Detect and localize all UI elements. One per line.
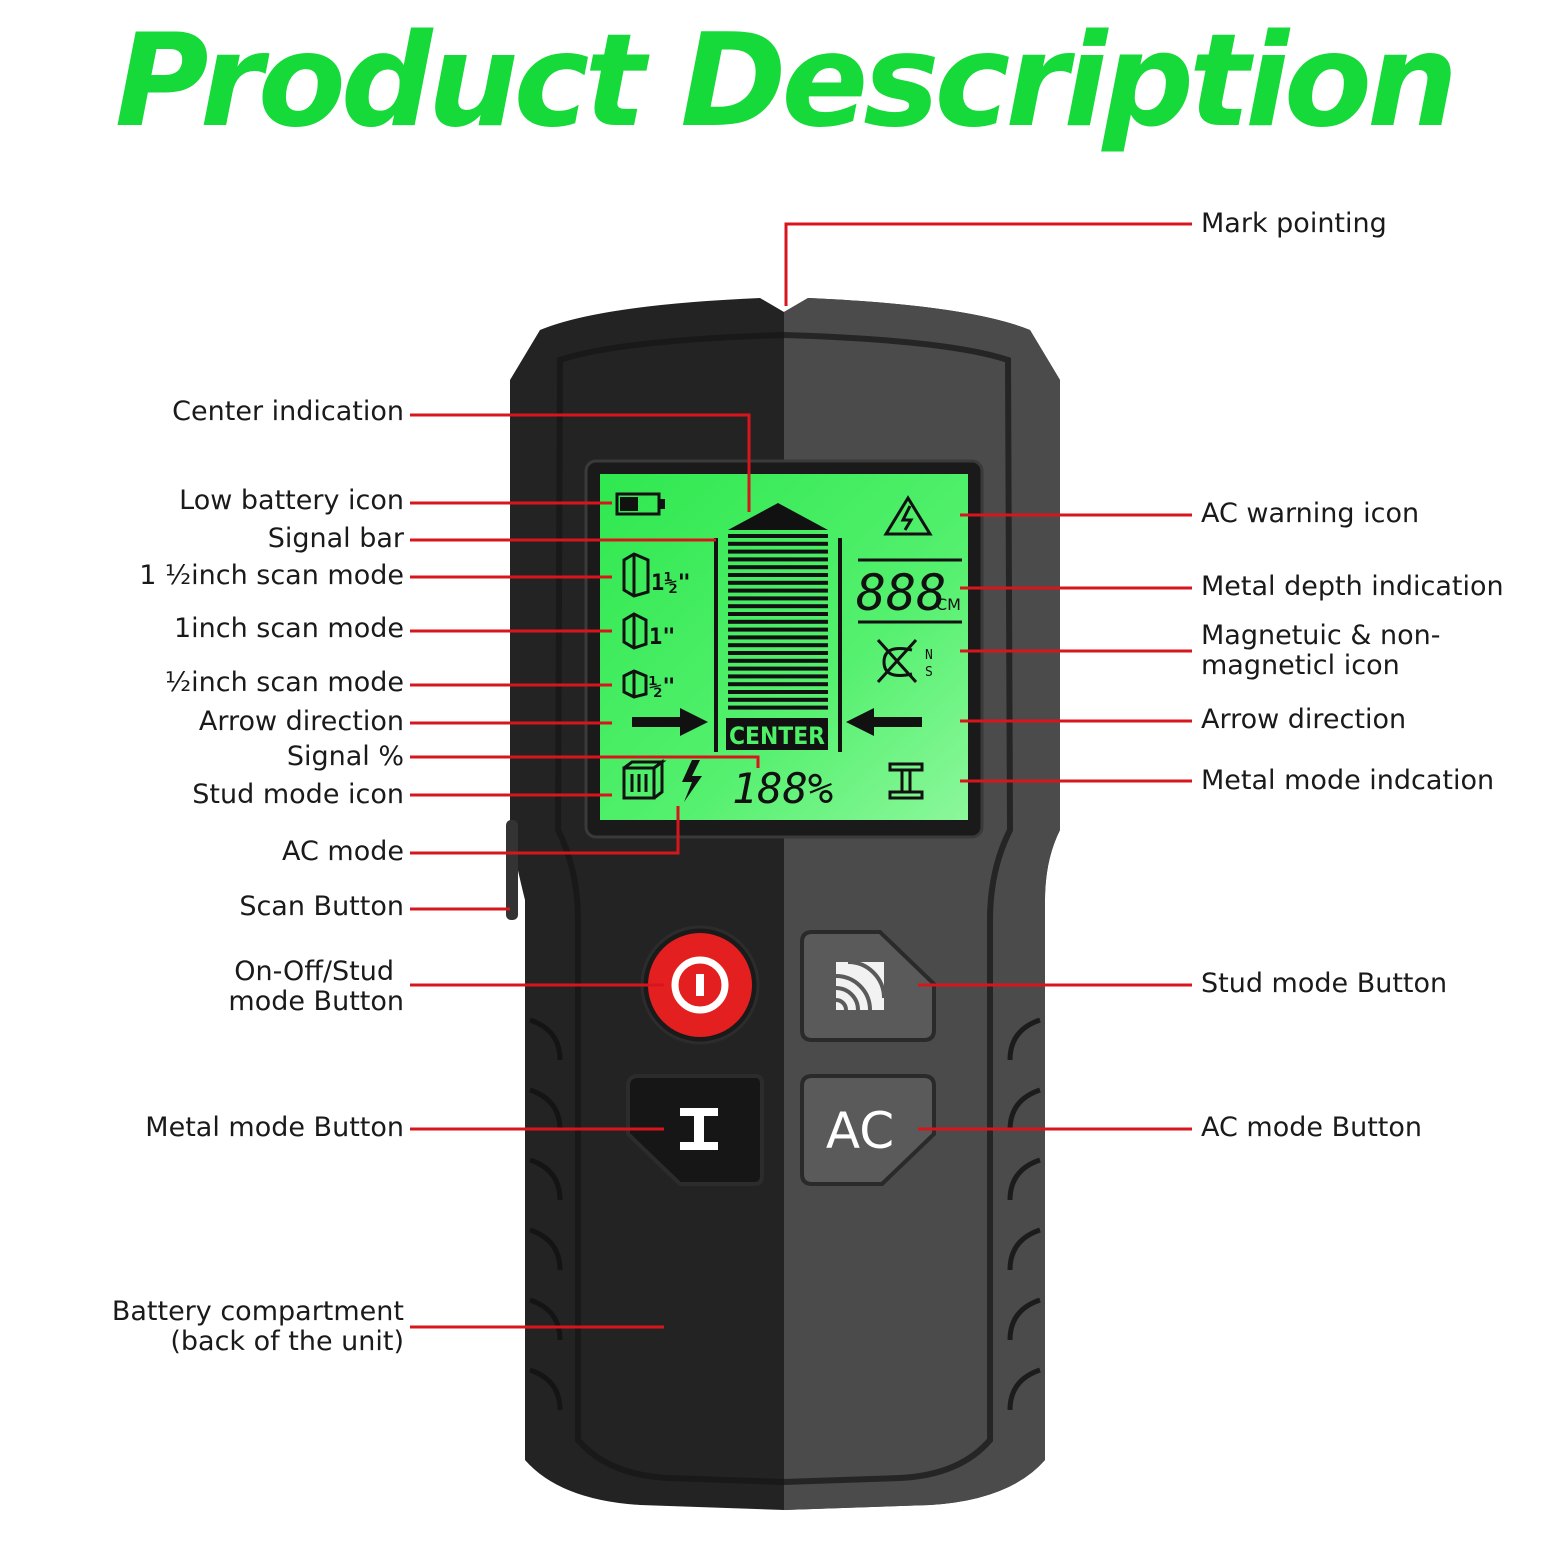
signal-bar-segment — [728, 573, 828, 577]
signal-bar-segment — [728, 588, 828, 593]
arrow-right-lcd-icon — [632, 708, 708, 736]
label-stud-mode-icon: Stud mode icon — [192, 779, 404, 810]
arrow-left-lcd-icon — [846, 708, 922, 736]
signal-bar-segment — [728, 666, 828, 671]
scan-mode-1-lcd-icon — [622, 612, 648, 650]
label-stud-mode-button: Stud mode Button — [1201, 968, 1448, 999]
scan-mode-0-5-lcd-icon — [622, 669, 648, 699]
label-center-indication: Center indication — [172, 396, 404, 427]
label-scan-1: 1inch scan mode — [173, 613, 404, 644]
signal-bar-segment — [728, 674, 828, 679]
ac-warning-lcd-icon — [883, 495, 933, 536]
scan-1-5-text: 1½" — [651, 571, 691, 596]
label-mark-pointing: Mark pointing — [1201, 208, 1387, 239]
signal-bar-segment — [728, 541, 828, 546]
ac-button-label: AC — [826, 1102, 894, 1160]
label-arrow-direction-right: Arrow direction — [1201, 704, 1407, 735]
signal-bar-segment — [728, 682, 828, 687]
label-battery-line2: (back of the unit) — [170, 1326, 404, 1357]
stud-mode-lcd-icon — [622, 759, 667, 800]
label-magnetic-line1: Magnetuic & non- — [1201, 620, 1441, 651]
signal-bar-segment — [728, 619, 828, 624]
label-arrow-direction-left: Arrow direction — [198, 706, 404, 737]
signal-bar-segment — [728, 658, 828, 663]
signal-bar-segment — [728, 651, 828, 655]
signal-bar-segment — [728, 549, 828, 554]
center-label-box — [726, 718, 828, 750]
depth-unit: CM — [936, 595, 961, 614]
label-onoff-line1: On-Off/Stud — [234, 956, 394, 987]
signal-bar-segment — [728, 580, 828, 585]
label-low-battery-icon: Low battery icon — [179, 485, 404, 516]
label-scan-0-5: ½inch scan mode — [164, 667, 404, 698]
signal-bar-segment — [728, 534, 828, 538]
label-magnetic-line2: magneticl icon — [1201, 650, 1400, 681]
label-ac-mode-button: AC mode Button — [1201, 1112, 1423, 1143]
label-scan-1-5: 1 ½inch scan mode — [139, 560, 404, 591]
low-battery-lcd-icon — [615, 492, 665, 516]
compass-n: N — [925, 648, 933, 663]
signal-bar-graph — [714, 503, 842, 752]
signal-bar-segment — [728, 604, 828, 609]
signal-bar-segment — [728, 635, 828, 640]
signal-bar-segment — [728, 705, 828, 710]
signal-bar-segment — [728, 627, 828, 632]
label-onoff-line2: mode Button — [228, 986, 404, 1017]
signal-percent-readout: 188% — [732, 764, 833, 813]
signal-bar-segment — [728, 565, 828, 570]
page-title: Product Description — [114, 7, 1458, 156]
label-battery-line1: Battery compartment — [111, 1296, 404, 1327]
signal-bar-segment — [728, 557, 828, 562]
compass-s: S — [925, 665, 933, 680]
grip-ridges — [529, 1017, 1041, 1411]
scan-0-5-text: ½" — [649, 675, 676, 700]
leader-lines — [410, 222, 1192, 1329]
signal-bar-segment — [728, 596, 828, 601]
scan-mode-1-5-lcd-icon — [622, 552, 650, 598]
i-beam-button-icon — [680, 1108, 718, 1150]
signal-bar-segment — [728, 690, 828, 694]
label-ac-warning-icon: AC warning icon — [1201, 498, 1420, 529]
label-signal-percent: Signal % — [286, 741, 404, 772]
metal-mode-lcd-icon — [888, 762, 924, 800]
center-label: CENTER — [729, 722, 825, 750]
label-signal-bar: Signal bar — [267, 523, 404, 554]
magnetic-lcd-icon — [876, 638, 918, 684]
depth-readout: 888 — [856, 564, 946, 622]
ac-mode-button-shape — [800, 1074, 936, 1186]
scan-side-button — [506, 820, 518, 920]
label-scan-button: Scan Button — [239, 891, 404, 922]
device-face — [554, 331, 1014, 1486]
label-metal-depth: Metal depth indication — [1201, 571, 1504, 602]
signal-bar-segment — [728, 612, 828, 616]
label-metal-mode-indication: Metal mode indcation — [1201, 765, 1495, 796]
stud-wave-icon — [835, 960, 886, 1011]
ac-mode-lcd-icon — [682, 760, 702, 802]
signal-bar-segment — [728, 643, 828, 648]
label-metal-mode-button: Metal mode Button — [145, 1112, 404, 1143]
signal-bar-segment — [728, 697, 828, 702]
scan-1-text: 1" — [649, 625, 676, 650]
label-ac-mode: AC mode — [281, 836, 404, 867]
